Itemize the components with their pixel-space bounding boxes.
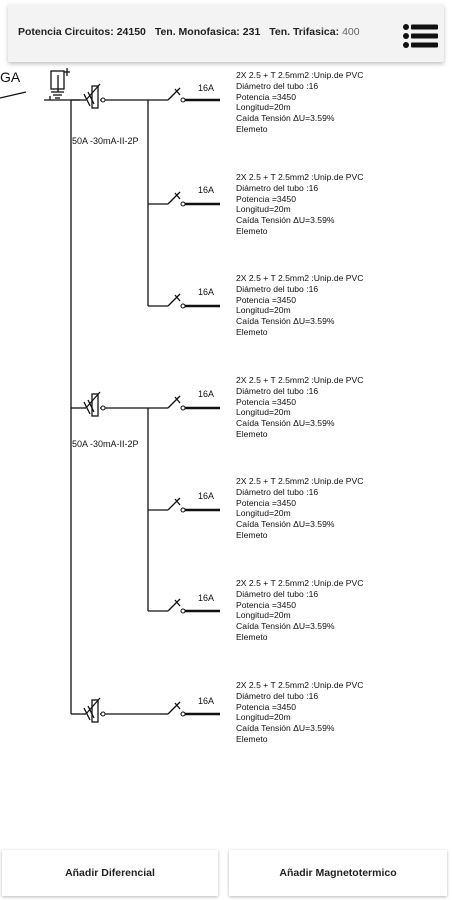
- cable-spec: 2X 2.5 + T 2.5mm2 :Unip.de PVC: [236, 273, 364, 283]
- voltage-drop: Caída Tensión ΔU=3.59%: [236, 519, 335, 530]
- cable-spec: 2X 2.5 + T 2.5mm2 :Unip.de PVC: [236, 578, 364, 588]
- mono-value: 231: [242, 26, 261, 38]
- length: Longitud=20m: [236, 305, 291, 316]
- main-switch-label: GA: [0, 69, 21, 85]
- length: Longitud=20m: [236, 610, 291, 621]
- differential-3[interactable]: [71, 697, 160, 723]
- tube-diameter: Diámetro del tubo :16: [236, 588, 319, 599]
- breaker-5[interactable]: 16A: [148, 491, 220, 513]
- voltage-drop: Caída Tensión ΔU=3.59%: [236, 316, 335, 327]
- tube-diameter: Diámetro del tubo :16: [236, 486, 319, 497]
- power: Potencia =3450: [236, 193, 296, 204]
- potencia-value: 24150: [116, 26, 146, 38]
- length: Longitud=20m: [236, 204, 291, 215]
- voltage-drop: Caída Tensión ΔU=3.59%: [236, 113, 335, 124]
- element: Elemeto: [236, 529, 268, 540]
- breaker-rating: 16A: [198, 185, 214, 195]
- length: Longitud=20m: [236, 712, 291, 723]
- tube-diameter: Diámetro del tubo :16: [236, 690, 319, 701]
- power: Potencia =3450: [236, 91, 296, 102]
- tri-value: 400: [342, 26, 360, 38]
- cable-spec: 2X 2.5 + T 2.5mm2 :Unip.de PVC: [236, 172, 364, 182]
- power: Potencia =3450: [236, 701, 296, 712]
- power: Potencia =3450: [236, 599, 296, 610]
- breaker-rating: 16A: [198, 696, 214, 706]
- length: Longitud=20m: [236, 102, 291, 113]
- breaker-rating: 16A: [198, 389, 214, 399]
- element: Elemeto: [236, 123, 268, 134]
- breaker-1[interactable]: 16A: [148, 83, 220, 103]
- cable-spec: 2X 2.5 + T 2.5mm2 :Unip.de PVC: [236, 375, 364, 385]
- breaker-2[interactable]: 16A: [148, 185, 220, 207]
- cable-spec: 2X 2.5 + T 2.5mm2 :Unip.de PVC: [236, 680, 364, 690]
- circuit-info-4[interactable]: 2X 2.5 + T 2.5mm2 :Unip.de PVC Diámetro …: [236, 375, 436, 440]
- voltage-drop: Caída Tensión ΔU=3.59%: [236, 418, 335, 429]
- power: Potencia =3450: [236, 497, 296, 508]
- voltage-drop: Caída Tensión ΔU=3.59%: [236, 621, 335, 632]
- summary-text: Potencia Circuitos:24150 Ten. Monofasica…: [18, 26, 360, 38]
- element: Elemeto: [236, 428, 268, 439]
- power: Potencia =3450: [236, 396, 296, 407]
- breaker-4[interactable]: 16A: [148, 389, 220, 411]
- tube-diameter: Diámetro del tubo :16: [236, 283, 319, 294]
- breaker-rating: 16A: [198, 83, 214, 93]
- voltage-drop: Caída Tensión ΔU=3.59%: [236, 215, 335, 226]
- tube-diameter: Diámetro del tubo :16: [236, 182, 319, 193]
- element: Elemeto: [236, 225, 268, 236]
- circuit-info-6[interactable]: 2X 2.5 + T 2.5mm2 :Unip.de PVC Diámetro …: [236, 578, 436, 643]
- hamburger-menu-icon: [403, 24, 438, 48]
- potencia-label: Potencia Circuitos:: [18, 26, 114, 38]
- breaker-rating: 16A: [198, 287, 214, 297]
- circuit-info-2[interactable]: 2X 2.5 + T 2.5mm2 :Unip.de PVC Diámetro …: [236, 172, 436, 237]
- breaker-rating: 16A: [198, 593, 214, 603]
- differential-label: 50A -30mA-II-2P: [72, 136, 139, 146]
- differential-2[interactable]: 50A -30mA-II-2P: [71, 391, 148, 449]
- earth-symbol: [50, 68, 70, 99]
- length: Longitud=20m: [236, 407, 291, 418]
- circuit-info-7[interactable]: 2X 2.5 + T 2.5mm2 :Unip.de PVC Diámetro …: [236, 680, 436, 745]
- circuit-info-1[interactable]: 2X 2.5 + T 2.5mm2 :Unip.de PVC Diámetro …: [236, 70, 436, 135]
- cable-spec: 2X 2.5 + T 2.5mm2 :Unip.de PVC: [236, 476, 364, 486]
- tube-diameter: Diámetro del tubo :16: [236, 80, 319, 91]
- differential-1[interactable]: 50A -30mA-II-2P: [71, 83, 148, 146]
- circuit-info-5[interactable]: 2X 2.5 + T 2.5mm2 :Unip.de PVC Diámetro …: [236, 476, 436, 541]
- menu-button[interactable]: [398, 20, 442, 52]
- breaker-7[interactable]: 16A: [160, 696, 220, 717]
- differential-label: 50A -30mA-II-2P: [72, 439, 139, 449]
- single-line-diagram: GA 50A -30mA-II-2P 50A -30mA-II-2P: [0, 68, 220, 723]
- breaker-rating: 16A: [198, 491, 214, 501]
- summary-header: Potencia Circuitos:24150 Ten. Monofasica…: [8, 4, 444, 62]
- breaker-6[interactable]: 16A: [148, 593, 220, 614]
- cable-spec: 2X 2.5 + T 2.5mm2 :Unip.de PVC: [236, 70, 364, 80]
- add-differential-button[interactable]: Añadir Diferencial: [2, 850, 218, 896]
- length: Longitud=20m: [236, 508, 291, 519]
- add-breaker-button[interactable]: Añadir Magnetotermico: [229, 850, 447, 896]
- mono-label: Ten. Monofasica:: [154, 26, 240, 38]
- breaker-3[interactable]: 16A: [148, 287, 220, 309]
- element: Elemeto: [236, 733, 268, 744]
- tube-diameter: Diámetro del tubo :16: [236, 385, 319, 396]
- element: Elemeto: [236, 326, 268, 337]
- tri-label: Ten. Trifasica:: [269, 26, 340, 38]
- circuit-info-3[interactable]: 2X 2.5 + T 2.5mm2 :Unip.de PVC Diámetro …: [236, 273, 436, 338]
- footer-bar: Añadir Diferencial Añadir Magnetotermico: [0, 846, 452, 900]
- element: Elemeto: [236, 631, 268, 642]
- voltage-drop: Caída Tensión ΔU=3.59%: [236, 723, 335, 734]
- power: Potencia =3450: [236, 294, 296, 305]
